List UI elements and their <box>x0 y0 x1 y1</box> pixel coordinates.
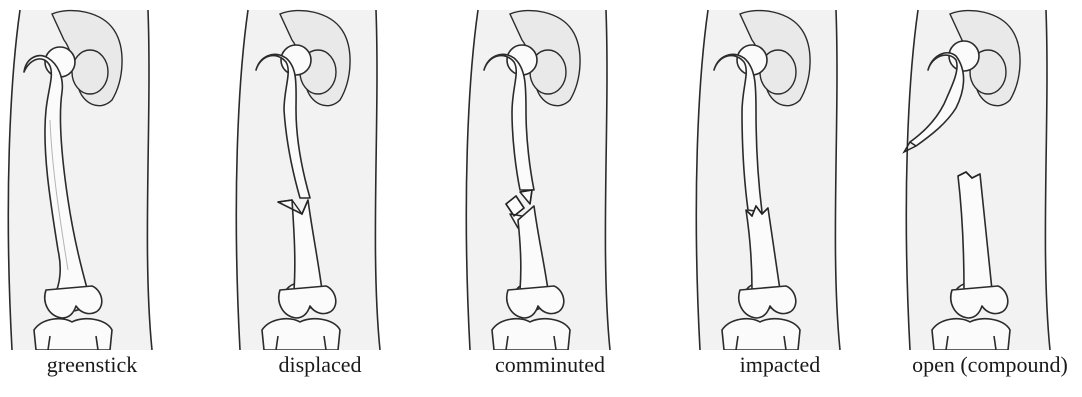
open-compound-fracture-illustration <box>900 0 1080 350</box>
label-greenstick: greenstick <box>0 352 202 378</box>
panel-impacted: impacted <box>690 0 870 397</box>
panel-displaced: displaced <box>230 0 410 397</box>
comminuted-fracture-illustration <box>460 0 640 350</box>
impacted-fracture-illustration <box>690 0 870 350</box>
greenstick-fracture-illustration <box>2 0 182 350</box>
displaced-fracture-illustration <box>230 0 410 350</box>
panel-greenstick: greenstick <box>2 0 182 397</box>
label-displaced: displaced <box>210 352 430 378</box>
panel-open-compound: open (compound) <box>900 0 1080 397</box>
panel-comminuted: comminuted <box>460 0 640 397</box>
label-impacted: impacted <box>670 352 890 378</box>
label-comminuted: comminuted <box>440 352 660 378</box>
label-open-compound: open (compound) <box>880 352 1082 378</box>
